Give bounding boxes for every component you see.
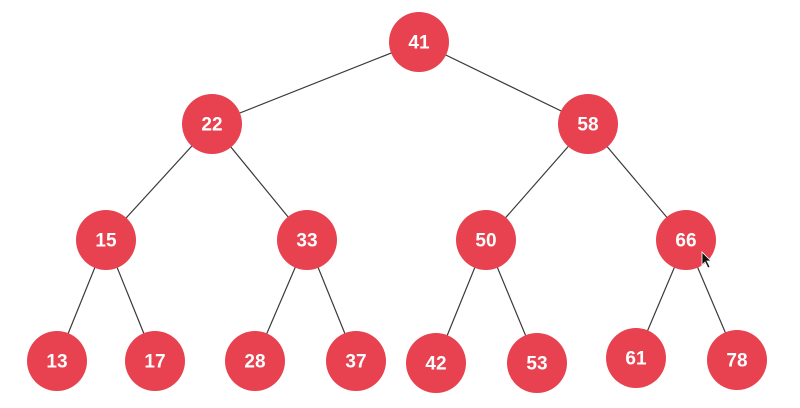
tree-node-58: 58 — [558, 94, 618, 154]
tree-node-42: 42 — [406, 333, 466, 393]
node-circle — [707, 330, 767, 390]
node-circle — [406, 333, 466, 393]
node-label: 53 — [526, 354, 547, 375]
node-label: 61 — [625, 349, 647, 370]
node-label: 66 — [675, 231, 696, 252]
node-circle — [182, 94, 242, 154]
tree-node-53: 53 — [507, 333, 567, 393]
node-label: 41 — [408, 33, 430, 54]
node-label: 28 — [244, 352, 265, 373]
node-circle — [606, 328, 666, 388]
tree-edge — [211, 41, 420, 125]
tree-node-22: 22 — [182, 94, 242, 154]
tree-node-78: 78 — [707, 330, 767, 390]
node-circle — [389, 12, 449, 72]
node-circle — [76, 210, 136, 270]
node-circle — [656, 210, 716, 270]
node-label: 17 — [144, 352, 165, 373]
node-label: 33 — [296, 231, 317, 252]
tree-node-37: 37 — [326, 331, 386, 391]
tree-node-28: 28 — [225, 331, 285, 391]
tree-edges — [56, 41, 738, 364]
node-label: 50 — [475, 231, 496, 252]
tree-nodes: 41 22 58 15 33 50 66 13 17 28 37 42 53 61 78 — [27, 12, 767, 393]
node-circle — [125, 331, 185, 391]
tree-edge — [418, 41, 589, 125]
tree-node-66: 66 — [656, 210, 716, 270]
node-label: 13 — [46, 352, 67, 373]
tree-node-50: 50 — [456, 210, 516, 270]
node-label: 15 — [95, 231, 117, 252]
node-label: 78 — [726, 351, 747, 372]
node-circle — [507, 333, 567, 393]
node-circle — [326, 331, 386, 391]
node-circle — [456, 210, 516, 270]
node-circle — [225, 331, 285, 391]
node-label: 37 — [345, 352, 366, 373]
tree-node-41: 41 — [389, 12, 449, 72]
tree-node-15: 15 — [76, 210, 136, 270]
node-label: 22 — [201, 115, 222, 136]
node-label: 42 — [425, 354, 446, 375]
tree-node-13: 13 — [27, 331, 87, 391]
tree-node-33: 33 — [277, 210, 337, 270]
node-circle — [277, 210, 337, 270]
node-circle — [558, 94, 618, 154]
mouse-cursor-icon — [701, 251, 712, 269]
tree-node-61: 61 — [606, 328, 666, 388]
node-label: 58 — [577, 115, 598, 136]
node-circle — [27, 331, 87, 391]
tree-node-17: 17 — [125, 331, 185, 391]
